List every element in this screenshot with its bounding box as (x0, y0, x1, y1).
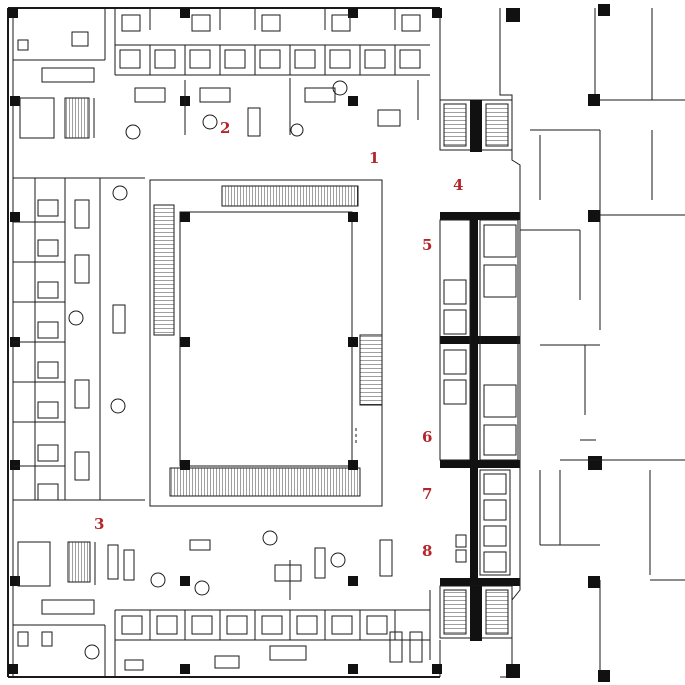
service-core (439, 99, 520, 641)
label-6: 6 (422, 428, 433, 446)
label-8: 8 (422, 542, 433, 560)
corner-office-top-left (13, 8, 106, 139)
label-1: 1 (369, 149, 380, 167)
escalator-bottom (169, 467, 361, 497)
left-offices (13, 177, 145, 501)
atrium (149, 179, 383, 507)
adjacent-building (499, 4, 685, 682)
label-7: 7 (422, 485, 433, 503)
label-2: 2 (220, 119, 231, 137)
top-offices (114, 8, 430, 140)
escalator-left (153, 204, 175, 336)
corner-office-bottom-left (13, 541, 106, 677)
escalator-right (359, 334, 383, 406)
outer-walls (7, 7, 441, 678)
bottom-offices (107, 530, 431, 677)
label-5: 5 (422, 236, 433, 254)
label-4: 4 (453, 176, 464, 194)
escalator-top (221, 185, 359, 207)
label-3: 3 (94, 515, 105, 533)
